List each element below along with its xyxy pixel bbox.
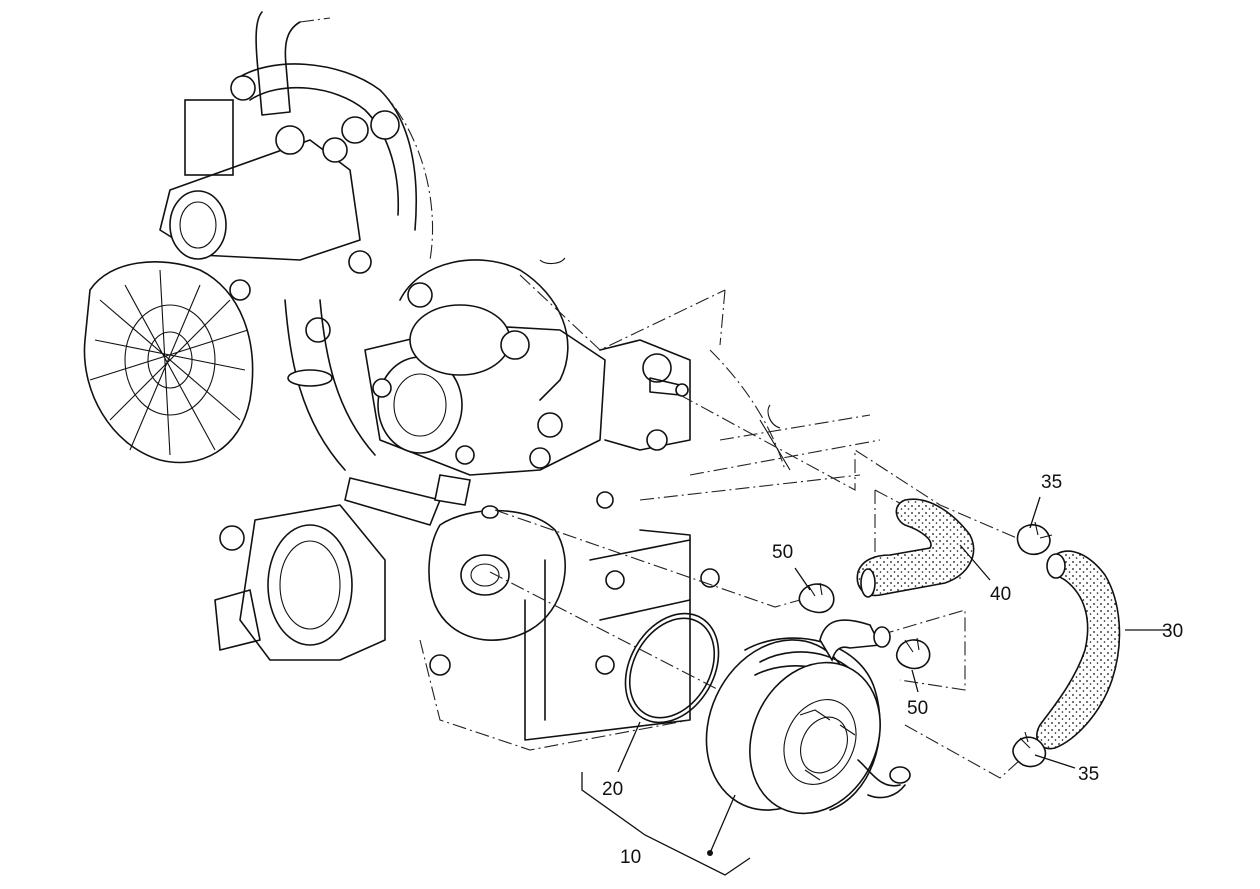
callout-50-right: 50	[907, 698, 928, 719]
hose-clamps	[798, 521, 1053, 768]
callout-10: 10	[620, 847, 641, 868]
hose-part-30	[1036, 550, 1121, 750]
o-ring-part-20	[624, 612, 720, 724]
engine-block	[83, 11, 881, 751]
hose-part-40	[856, 498, 975, 598]
callout-35-bottom: 35	[1078, 764, 1099, 785]
clamp-50-left	[798, 582, 835, 614]
callout-50-left: 50	[772, 542, 793, 563]
callout-40: 40	[990, 584, 1011, 605]
callout-20: 20	[602, 779, 623, 800]
callout-35-top: 35	[1041, 472, 1062, 493]
clamp-50-right	[895, 637, 931, 670]
clamp-35-top	[1016, 521, 1053, 556]
callout-30: 30	[1162, 621, 1183, 642]
leader-lines	[581, 496, 1170, 876]
callout-labels: 35 50 40 30 50 35 20 10	[602, 472, 1183, 868]
leader-dot	[707, 850, 713, 856]
clamp-35-bottom	[1012, 731, 1047, 768]
oil-cooler-part-10	[705, 619, 911, 815]
